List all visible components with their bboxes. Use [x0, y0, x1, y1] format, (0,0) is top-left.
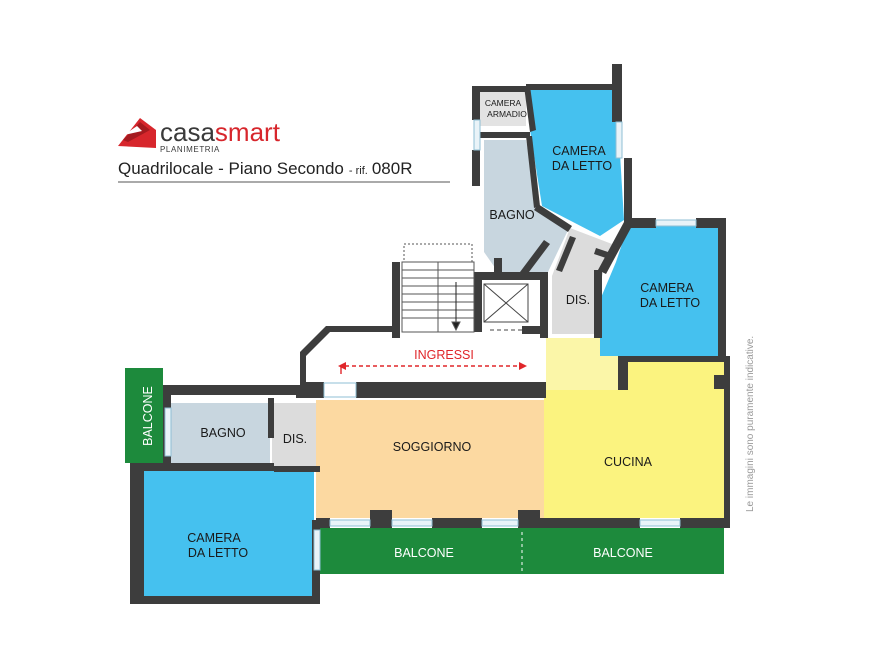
- wall: [432, 518, 482, 528]
- wall: [144, 463, 274, 471]
- wall: [718, 218, 726, 358]
- wall: [130, 463, 144, 599]
- wall: [522, 326, 548, 334]
- brand-name: casasmart: [160, 117, 281, 147]
- window: [164, 407, 172, 457]
- wall: [268, 398, 274, 438]
- window: [391, 519, 433, 527]
- bagno-left-label: BAGNO: [200, 426, 245, 440]
- wall: [626, 218, 656, 228]
- wall: [680, 518, 726, 528]
- balcone-bottom-right-label: BALCONE: [593, 546, 653, 560]
- wall: [316, 518, 330, 528]
- wall: [494, 258, 502, 276]
- house-logo-icon: [118, 118, 156, 148]
- wall: [534, 204, 572, 232]
- window: [473, 119, 481, 151]
- wall: [472, 86, 480, 120]
- room-dis-left: [272, 403, 316, 469]
- camera-right-label-1: CAMERA: [640, 281, 694, 295]
- window: [329, 519, 371, 527]
- arrow-left-icon: [338, 362, 346, 370]
- wall: [576, 518, 640, 528]
- room-camera-left: [144, 470, 314, 598]
- wall: [540, 518, 576, 528]
- wall: [474, 272, 482, 332]
- dis-top-label: DIS.: [566, 293, 590, 307]
- wall: [612, 64, 622, 122]
- camera-armadio-label-1: CAMERA: [485, 98, 522, 108]
- wall: [274, 466, 320, 472]
- brand-subtitle: PLANIMETRIA: [160, 145, 220, 154]
- wall: [130, 596, 320, 604]
- cucina-label: CUCINA: [604, 455, 653, 469]
- room-soggiorno: [316, 400, 544, 518]
- window: [655, 219, 697, 227]
- ingressi-arrow: [338, 362, 527, 374]
- bagno-top-label: BAGNO: [489, 208, 534, 222]
- wall: [524, 86, 536, 132]
- wall: [472, 150, 480, 186]
- wall: [370, 510, 392, 528]
- wall: [540, 272, 548, 338]
- disclaimer-text: Le immagini sono puramente indicative.: [745, 336, 756, 512]
- camera-left-label-1: CAMERA: [187, 531, 241, 545]
- window: [615, 121, 623, 159]
- wall: [472, 86, 528, 92]
- room-camera-armadio: [480, 92, 526, 126]
- staircase-icon: [401, 243, 475, 333]
- wall: [356, 382, 546, 398]
- room-bagno-top: [484, 140, 570, 272]
- balcony-side: [125, 368, 163, 463]
- windows: [164, 119, 697, 571]
- wall: [594, 248, 614, 260]
- wall: [724, 356, 730, 528]
- camera-armadio-label-2: ARMADIO: [487, 109, 527, 119]
- camera-left-label-2: DA LETTO: [188, 546, 248, 560]
- wall: [624, 158, 632, 224]
- wall: [163, 385, 303, 395]
- wall: [392, 262, 400, 338]
- wall: [520, 240, 550, 276]
- entry-door: [323, 382, 357, 398]
- room-bagno-left: [170, 403, 270, 463]
- wall: [296, 388, 306, 398]
- wall: [618, 356, 628, 390]
- dis-left-label: DIS.: [283, 432, 307, 446]
- wall: [556, 236, 576, 272]
- wall: [306, 382, 324, 398]
- casasmart-logo: casasmart PLANIMETRIA: [118, 117, 281, 154]
- room-camera-top: [528, 88, 624, 236]
- camera-top-label-1: CAMERA: [552, 144, 606, 158]
- wall: [526, 84, 616, 90]
- camera-top-label-2: DA LETTO: [552, 159, 612, 173]
- window: [639, 519, 681, 527]
- elevator-icon: [483, 283, 529, 331]
- wall: [474, 272, 548, 280]
- corridor-ingressi: [314, 330, 546, 382]
- camera-right-label-2: DA LETTO: [640, 296, 700, 310]
- window: [481, 519, 519, 527]
- room-cucina: [544, 390, 724, 518]
- wall: [618, 356, 728, 362]
- wall: [478, 132, 530, 138]
- arrow-right-icon: [519, 362, 527, 370]
- window: [313, 529, 321, 571]
- wall: [598, 222, 632, 274]
- walls: [130, 64, 730, 604]
- room-cucina-upper: [620, 360, 724, 392]
- wall: [714, 375, 724, 389]
- balcone-side-label: BALCONE: [141, 386, 155, 446]
- wall: [518, 510, 540, 528]
- wall: [526, 136, 540, 208]
- balcone-bottom-left-label: BALCONE: [394, 546, 454, 560]
- plan-title: Quadrilocale - Piano Secondo- rif.080R: [118, 159, 412, 178]
- room-camera-right: [600, 226, 718, 356]
- wall: [594, 270, 602, 338]
- wall: [696, 218, 726, 228]
- soggiorno-label: SOGGIORNO: [393, 440, 472, 454]
- ingressi-label: INGRESSI: [414, 348, 474, 362]
